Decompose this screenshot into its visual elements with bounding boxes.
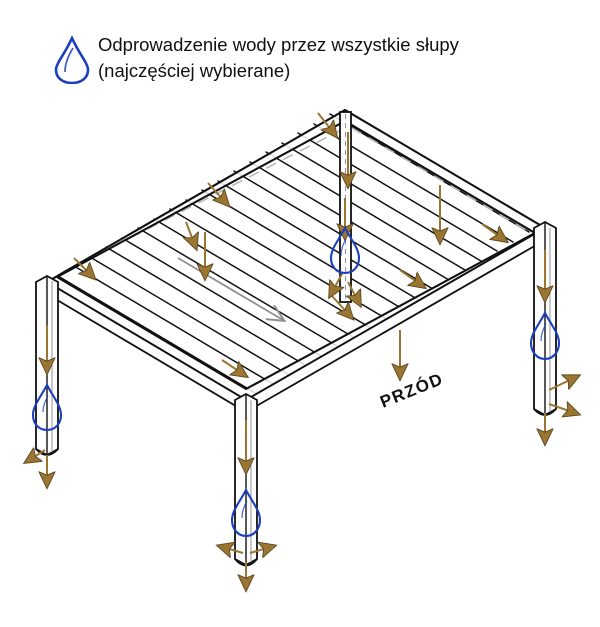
ground-arrows-back-left (26, 450, 47, 486)
roof-slat-group (57, 113, 530, 395)
ground-arrows-back-center (330, 271, 360, 305)
droplet-icon-post-back-right (529, 310, 561, 361)
post-flow-arrows (47, 198, 545, 472)
roof-flow-arrows (73, 112, 506, 376)
diagram-title: Odprowadzenie wody przez wszystkie słupy… (98, 32, 568, 84)
droplet-icon-post-front-left (230, 487, 262, 538)
roof-slope-arrow (177, 257, 283, 320)
post-front-left (234, 392, 258, 567)
roof-hidden-beam-lines (62, 124, 541, 393)
front-label: PRZÓD (377, 369, 446, 412)
ground-arrows-front-left (219, 546, 274, 589)
droplet-icon-post-back-left (31, 382, 63, 432)
title-line-1: Odprowadzenie wody przez wszystkie słupy (98, 34, 459, 55)
droplet-icon-post-back-center (329, 225, 361, 275)
water-drop-icon (52, 36, 92, 84)
ground-arrows-back-right (545, 376, 578, 443)
title-line-2: (najczęściej wybierane) (98, 60, 291, 81)
front-label-group: PRZÓD (377, 369, 446, 412)
